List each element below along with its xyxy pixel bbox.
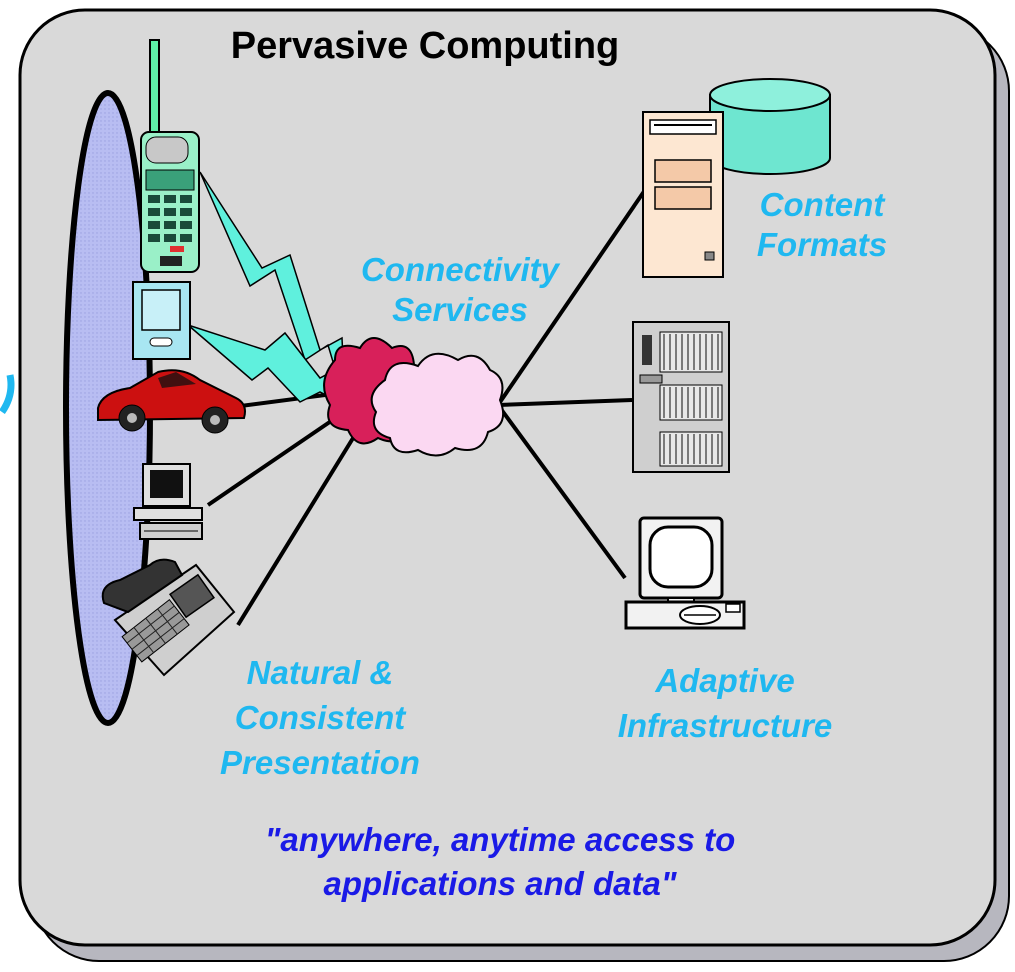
server-tower-icon (642, 111, 724, 278)
wireless-lightning-icon (187, 171, 347, 407)
label-line: Formats (756, 226, 888, 263)
adaptive-infrastructure-label: Adaptive Infrastructure (575, 658, 875, 748)
telephone-icon (101, 558, 236, 677)
diagram-title: Pervasive Computing (230, 25, 620, 67)
label-line: Content (759, 186, 885, 223)
workstation-icon (624, 516, 746, 630)
content-formats-label: Content Formats (722, 185, 922, 265)
label-line: Consistent (234, 699, 406, 736)
pda-icon (132, 281, 191, 360)
label-line: Natural & (246, 654, 394, 691)
database-icon (709, 78, 831, 175)
label-line: Presentation (220, 744, 420, 781)
connectivity-services-label: Connectivity Services (315, 250, 605, 330)
label-line: Services (392, 291, 528, 328)
label-line: Connectivity (360, 251, 560, 288)
cropped-glyph (0, 374, 15, 415)
cloud-icon (323, 337, 504, 457)
car-icon (97, 369, 246, 434)
label-line: Adaptive (655, 662, 795, 699)
mainframe-icon (632, 321, 730, 473)
panel (18, 8, 1010, 962)
label-line: Infrastructure (617, 707, 833, 744)
natural-presentation-label: Natural & Consistent Presentation (190, 650, 450, 785)
tagline-quote: "anywhere, anytime access to application… (130, 818, 870, 906)
quote-line: "anywhere, anytime access to (264, 821, 736, 858)
quote-line: applications and data" (323, 865, 677, 902)
cell-phone-icon (140, 39, 200, 273)
desktop-computer-icon (133, 463, 203, 540)
